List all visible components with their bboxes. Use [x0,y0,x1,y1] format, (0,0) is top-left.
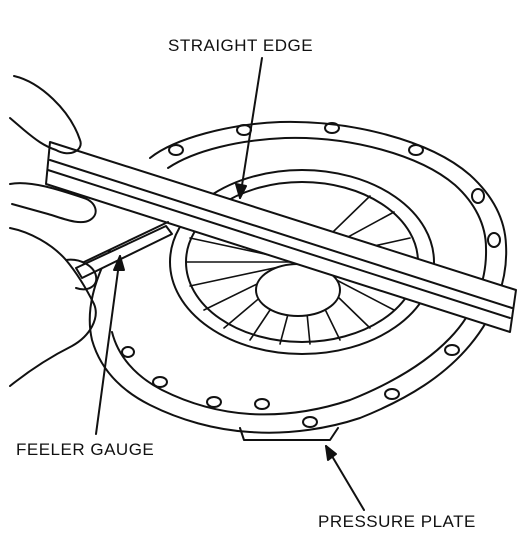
pressure-plate-cover-outline [88,120,508,434]
cover-tab [239,427,339,441]
diaphragm-outer-ring [169,169,435,355]
pressure-plate-arrowhead [325,445,337,461]
right-hand [9,227,97,387]
left-hand-top [9,75,82,155]
feeler-gauge-label: FEELER GAUGE [16,440,155,459]
feeler-gauge-arrowhead [113,255,125,271]
straight-edge-leader [239,57,263,199]
straight-edge-face [49,159,513,309]
pressure-plate-label: PRESSURE PLATE [318,512,476,531]
right-hand-thumb [65,258,98,291]
feeler-gauge-blade [75,225,173,279]
straight-edge-face-lower [47,169,511,319]
straight-edge-label: STRAIGHT EDGE [168,36,314,55]
feeler-gauge-leader [95,255,121,435]
pressure-plate-cover-flange [111,136,488,416]
left-hand-fingers [9,182,97,224]
feeler-gauge-edge [83,221,169,263]
straight-edge-arrowhead [235,183,247,199]
